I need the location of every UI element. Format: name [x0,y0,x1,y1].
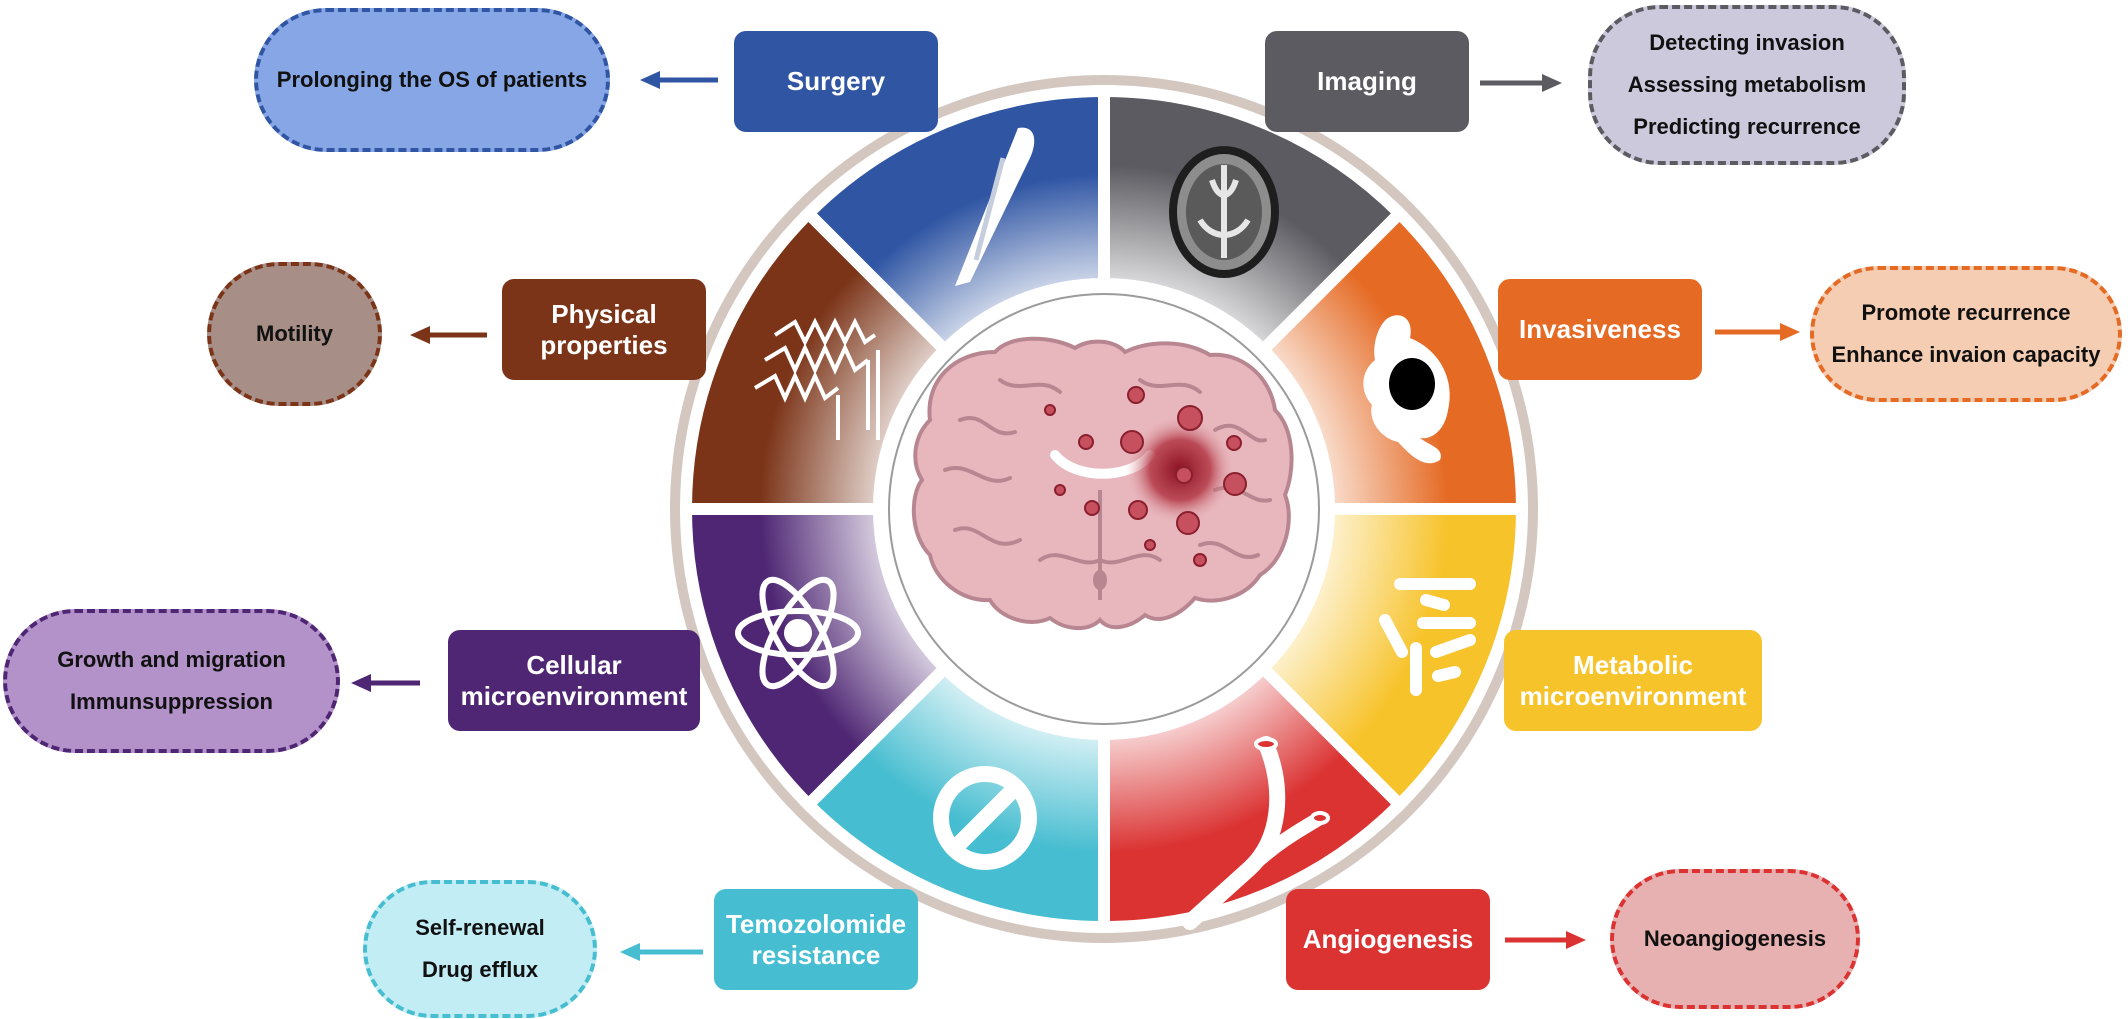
surgery-outcome: Prolonging the OS of patients [254,8,610,152]
angiogenesis-label-text: Angiogenesis [1302,924,1474,954]
temozolomide-outcome: Self-renewal Drug efflux [363,880,597,1018]
physical-label-line1: Physical [551,298,657,329]
cellular-label[interactable]: Cellular microenvironment [448,630,700,731]
cellular-label-line1: Cellular [526,649,622,680]
outcome-item: Assessing metabolism [1627,72,1867,97]
outcome-item: Enhance invaion capacity [1831,342,2101,367]
outcome-item: Motility [256,321,333,346]
brain-mri-icon [1169,146,1279,278]
outcome-item: Immunsuppression [70,689,273,714]
surgery-label-text: Surgery [786,66,886,96]
outcome-item: Growth and migration [57,647,286,672]
temozolomide-label-line1: Temozolomide [725,908,907,939]
metabolic-label[interactable]: Metabolic microenvironment [1504,630,1762,731]
metabolic-label-line2: microenvironment [1519,680,1747,711]
cellular-label-line2: microenvironment [460,680,688,711]
temozolomide-label[interactable]: Temozolomide resistance [714,889,918,990]
stress-strain-icon [753,317,880,440]
outcome-item: Self-renewal [415,915,545,940]
outcome-item: Drug efflux [421,957,539,982]
outcome-item: Prolonging the OS of patients [276,67,588,92]
physical-label-line2: properties [540,329,668,360]
invasiveness-label-text: Invasiveness [1519,314,1681,344]
outcome-item: Neoangiogenesis [1643,926,1827,951]
outcome-item: Predicting recurrence [1633,114,1861,139]
outcome-item: Promote recurrence [1861,300,2071,325]
invasiveness-outcome: Promote recurrence Enhance invaion capac… [1810,266,2122,402]
prohibited-icon [933,766,1037,870]
temozolomide-label-line2: resistance [751,939,881,970]
invading-cell-icon [1363,315,1450,464]
atom-icon [735,576,861,690]
blood-vessel-icon [1182,736,1330,930]
surgery-label[interactable]: Surgery [734,31,938,132]
physical-label[interactable]: Physical properties [502,279,706,380]
center-circle-outline [888,293,1320,725]
angiogenesis-outcome: Neoangiogenesis [1610,869,1860,1009]
imaging-label[interactable]: Imaging [1265,31,1469,132]
metabolic-label-line1: Metabolic [1573,649,1693,680]
imaging-label-text: Imaging [1317,66,1417,96]
brain-tumor-icon [911,336,1294,630]
metabolite-rods-icon [1379,578,1476,696]
physical-outcome: Motility [207,262,382,406]
imaging-outcome: Detecting invasion Assessing metabolism … [1588,5,1906,165]
scalpel-icon [955,127,1035,286]
angiogenesis-label[interactable]: Angiogenesis [1286,889,1490,990]
cellular-outcome: Growth and migration Immunsuppression [3,609,340,753]
arrows [351,71,1800,961]
invasiveness-label[interactable]: Invasiveness [1498,279,1702,380]
outcome-item: Detecting invasion [1649,30,1845,55]
